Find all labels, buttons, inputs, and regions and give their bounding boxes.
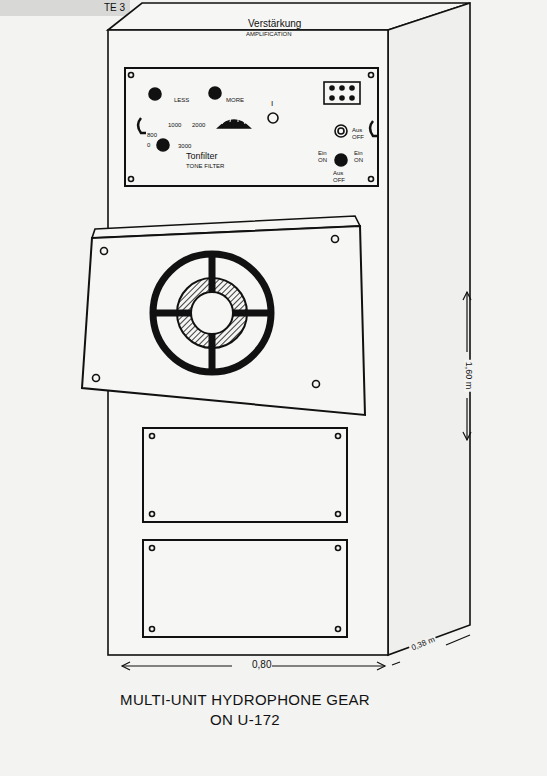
filter-label: Tonfilter bbox=[186, 152, 218, 161]
page-number: TE 3 bbox=[104, 3, 125, 13]
filter-scale: 800 bbox=[147, 132, 157, 138]
dimension: 0,80 bbox=[252, 660, 271, 670]
dimension: 1,60 m bbox=[464, 359, 473, 391]
filter-scale: 1000 bbox=[168, 122, 181, 128]
lamp-label: I bbox=[271, 100, 273, 108]
switch-label: ON bbox=[354, 157, 363, 163]
switch-label: Ein bbox=[354, 150, 363, 156]
switch-label: Ein bbox=[318, 150, 327, 156]
switch-label: Aus bbox=[352, 127, 362, 133]
switch-label: OFF bbox=[333, 177, 345, 183]
amplification-label: Verstärkung bbox=[248, 19, 301, 29]
filter-scale: 0 bbox=[147, 142, 150, 148]
knob-scale: LESS bbox=[174, 97, 189, 103]
filter-label: TONE FILTER bbox=[186, 163, 224, 169]
filter-scale: 2000 bbox=[192, 122, 205, 128]
switch-label: Aus bbox=[333, 170, 343, 176]
switch-label: OFF bbox=[352, 134, 364, 140]
caption: MULTI-UNIT HYDROPHONE GEAR ON U-172 bbox=[110, 690, 380, 731]
filter-scale: 3000 bbox=[178, 143, 191, 149]
amplification-label: AMPLIFICATION bbox=[246, 31, 292, 37]
knob-scale: MORE bbox=[226, 97, 244, 103]
switch-label: ON bbox=[318, 157, 327, 163]
